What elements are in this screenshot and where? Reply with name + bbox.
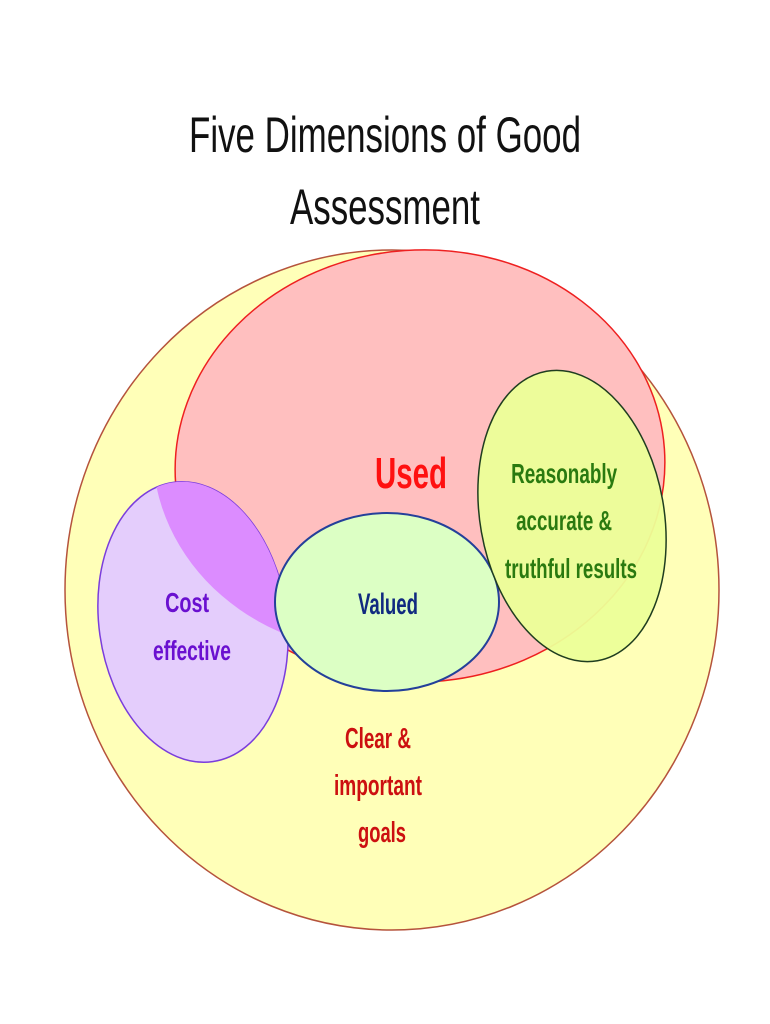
label-clear-goals: Clear & important goals xyxy=(334,723,430,849)
label-used: Used xyxy=(375,449,447,498)
label-accurate: Reasonably accurate & truthful results xyxy=(505,458,637,584)
label-cost-effective: Cost effective xyxy=(153,587,231,666)
label-valued: Valued xyxy=(358,588,418,621)
title-line-2: Assessment xyxy=(290,179,480,235)
accurate-ellipse xyxy=(477,369,667,663)
valued-ellipse xyxy=(274,512,500,692)
title-line-1: Five Dimensions of Good xyxy=(189,107,581,163)
